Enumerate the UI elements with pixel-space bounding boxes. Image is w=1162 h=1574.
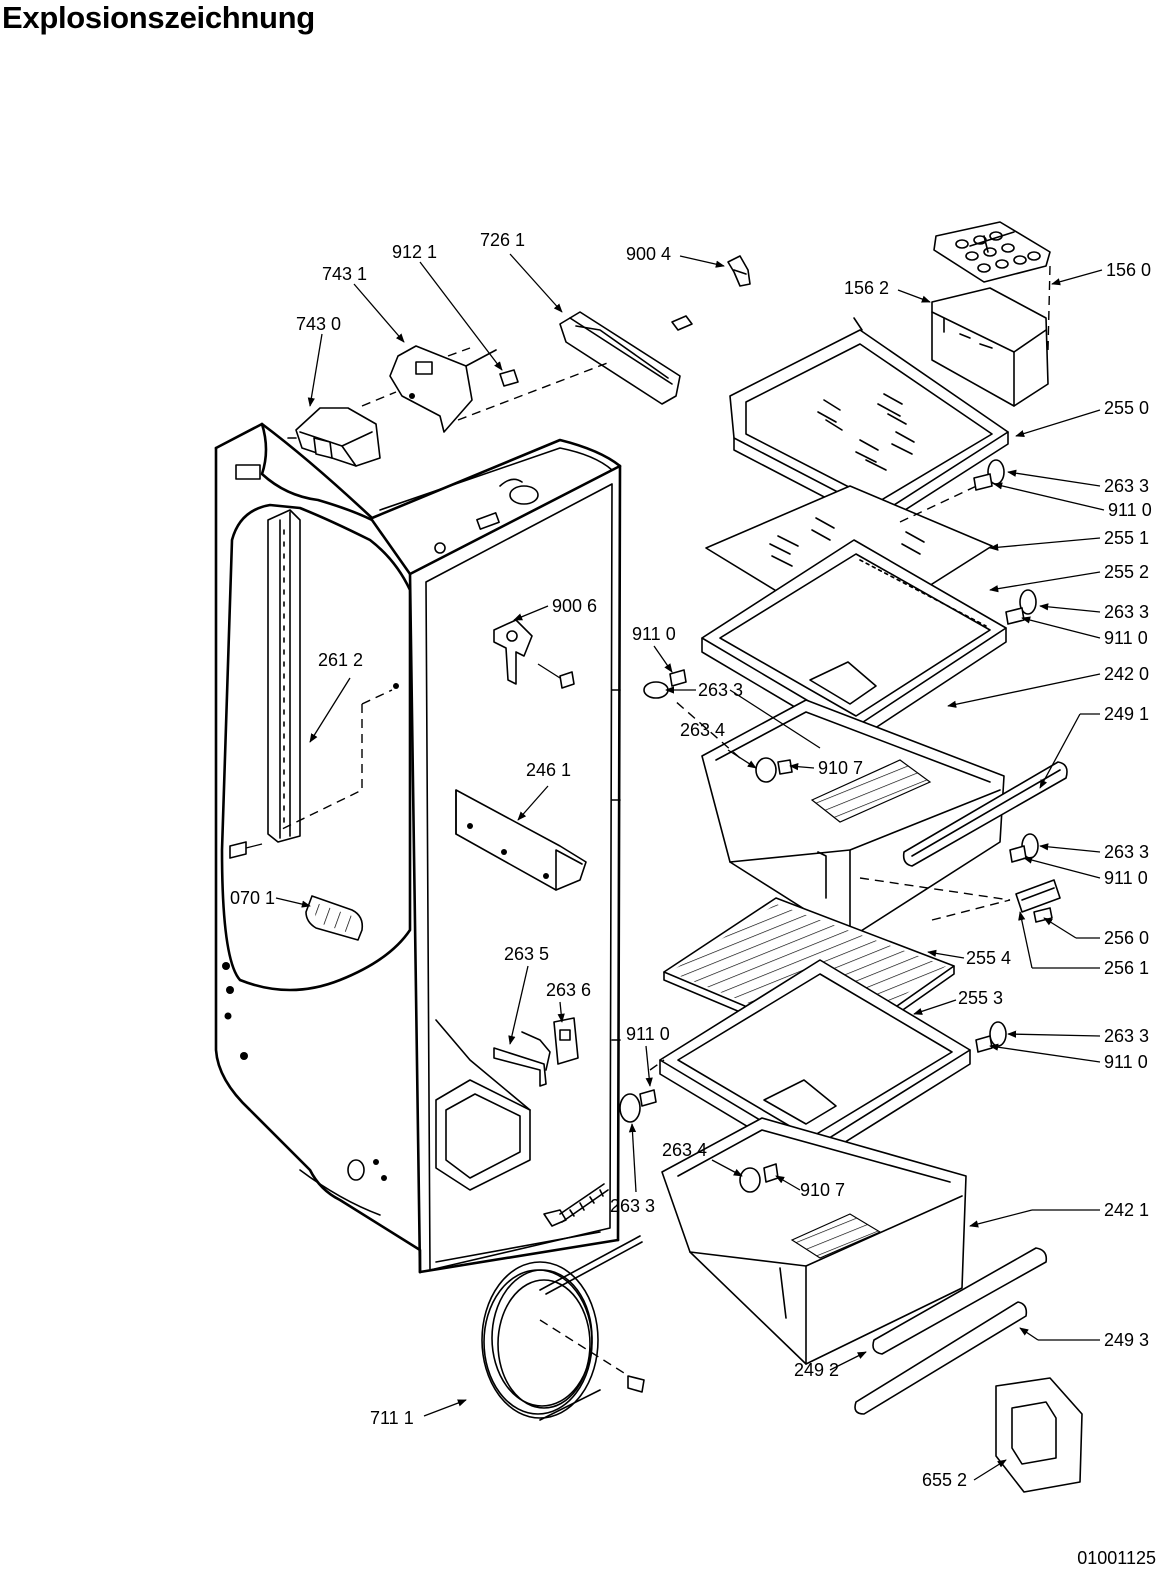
document-number: 01001125	[1077, 1548, 1156, 1568]
roller-left-1	[643, 669, 687, 699]
bracket-246-1	[455, 789, 587, 891]
label-2612: 261 2	[318, 650, 363, 670]
screw	[229, 841, 263, 859]
label-2492: 249 2	[794, 1360, 839, 1380]
crisper-drawer-242-0	[701, 661, 1005, 939]
label-6552: 655 2	[922, 1470, 967, 1490]
label-7430: 743 0	[296, 314, 341, 334]
label-2636: 263 6	[546, 980, 591, 1000]
label-9107a: 910 7	[818, 758, 863, 778]
bracket-900-6	[493, 619, 575, 689]
rail-726-1	[559, 311, 693, 405]
label-2560: 256 0	[1104, 928, 1149, 948]
storage-bin-156-2	[931, 287, 1049, 407]
label-2421: 242 1	[1104, 1200, 1149, 1220]
frame-255-2	[701, 539, 1007, 743]
label-2634b: 263 4	[662, 1140, 707, 1160]
label-2633e: 263 3	[1104, 1026, 1149, 1046]
page-title: Explosionszeichnung	[2, 0, 315, 35]
label-2552: 255 2	[1104, 562, 1149, 582]
bracket-743-1	[389, 345, 497, 433]
label-9110d: 911 0	[1104, 868, 1148, 888]
shelf-255-0	[729, 317, 1009, 527]
label-2633a: 263 3	[1104, 476, 1149, 496]
label-2493: 249 3	[1104, 1330, 1149, 1350]
label-2633d: 263 3	[1104, 842, 1149, 862]
bracket-256-0	[1015, 879, 1061, 923]
label-2420: 242 0	[1104, 664, 1149, 684]
cable-tie	[543, 1183, 609, 1227]
label-9004: 900 4	[626, 244, 671, 264]
leader-lines	[275, 253, 1105, 1481]
label-1560: 156 0	[1106, 260, 1151, 280]
coiled-tube-711-1	[481, 1235, 645, 1421]
label-7431: 743 1	[322, 264, 367, 284]
trim-249-1	[902, 761, 1068, 867]
bracket-263-5	[493, 1031, 551, 1087]
label-9110b: 911 0	[1104, 628, 1148, 648]
label-7261: 726 1	[480, 230, 525, 250]
label-1562: 156 2	[844, 278, 889, 298]
crisper-drawer-242-1	[661, 1117, 967, 1365]
label-2634a: 263 4	[680, 720, 725, 740]
cabinet-liner	[214, 422, 622, 1274]
roller-left-2	[619, 1089, 657, 1123]
roller-right-2	[1005, 589, 1037, 625]
label-2461: 246 1	[526, 760, 571, 780]
rail-261-2	[267, 509, 301, 843]
part-labels: 726 1 912 1 743 1 743 0 900 4 156 2 156 …	[230, 230, 1152, 1490]
egg-tray-156-0	[933, 221, 1051, 283]
label-9110c: 911 0	[632, 624, 676, 644]
roller-right-3	[1009, 833, 1039, 863]
roller-263-4-b	[739, 1163, 779, 1193]
label-2633b: 263 3	[1104, 602, 1149, 622]
vent-grille-070-1	[305, 895, 364, 941]
label-9110f: 911 0	[1104, 1052, 1148, 1072]
trim-249-2	[854, 1301, 1028, 1415]
label-2553: 255 3	[958, 988, 1003, 1008]
label-2561: 256 1	[1104, 958, 1149, 978]
label-2491: 249 1	[1104, 704, 1149, 724]
bracket-263-6	[553, 1017, 579, 1065]
label-0701: 070 1	[230, 888, 275, 908]
label-2633c: 263 3	[698, 680, 743, 700]
label-2635: 263 5	[504, 944, 549, 964]
label-2550: 255 0	[1104, 398, 1149, 418]
trim-249-3	[872, 1247, 1048, 1355]
label-2551: 255 1	[1104, 528, 1149, 548]
cover-655-2	[995, 1377, 1083, 1493]
label-9107b: 910 7	[800, 1180, 845, 1200]
clip-900-4	[727, 255, 751, 287]
roller-263-4-a	[755, 757, 793, 783]
control-box-743-0	[287, 407, 381, 467]
label-2554: 255 4	[966, 948, 1011, 968]
label-9006: 900 6	[552, 596, 597, 616]
label-9110e: 911 0	[626, 1024, 670, 1044]
label-9121: 912 1	[392, 242, 437, 262]
label-2633f: 263 3	[610, 1196, 655, 1216]
label-9110a: 911 0	[1108, 500, 1152, 520]
label-7111: 711 1	[370, 1408, 414, 1428]
